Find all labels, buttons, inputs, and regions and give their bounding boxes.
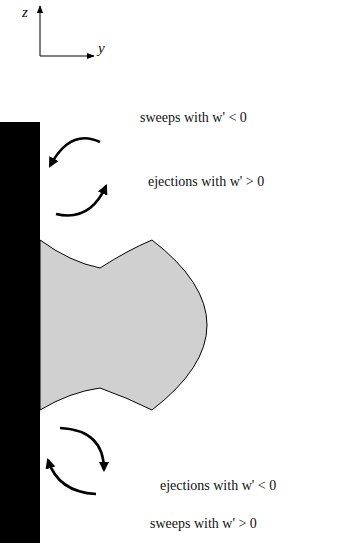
flow-label: ejections with w' < 0	[160, 478, 276, 494]
sweep-arrow-upper	[50, 138, 100, 166]
wall	[0, 122, 40, 543]
axis-label: y	[98, 40, 105, 56]
flow-label: sweeps with w' > 0	[150, 516, 257, 532]
roughness-element	[40, 240, 207, 410]
z-axis	[40, 6, 41, 56]
flow-label: ejections with w' > 0	[148, 174, 264, 190]
sweep-arrow-lower	[48, 460, 96, 494]
flow-label: sweeps with w' < 0	[140, 110, 247, 126]
axis-label: z	[22, 4, 28, 20]
ejection-arrow-lower	[60, 428, 104, 470]
ejection-arrow-upper	[56, 186, 106, 215]
y-axis	[40, 56, 94, 57]
